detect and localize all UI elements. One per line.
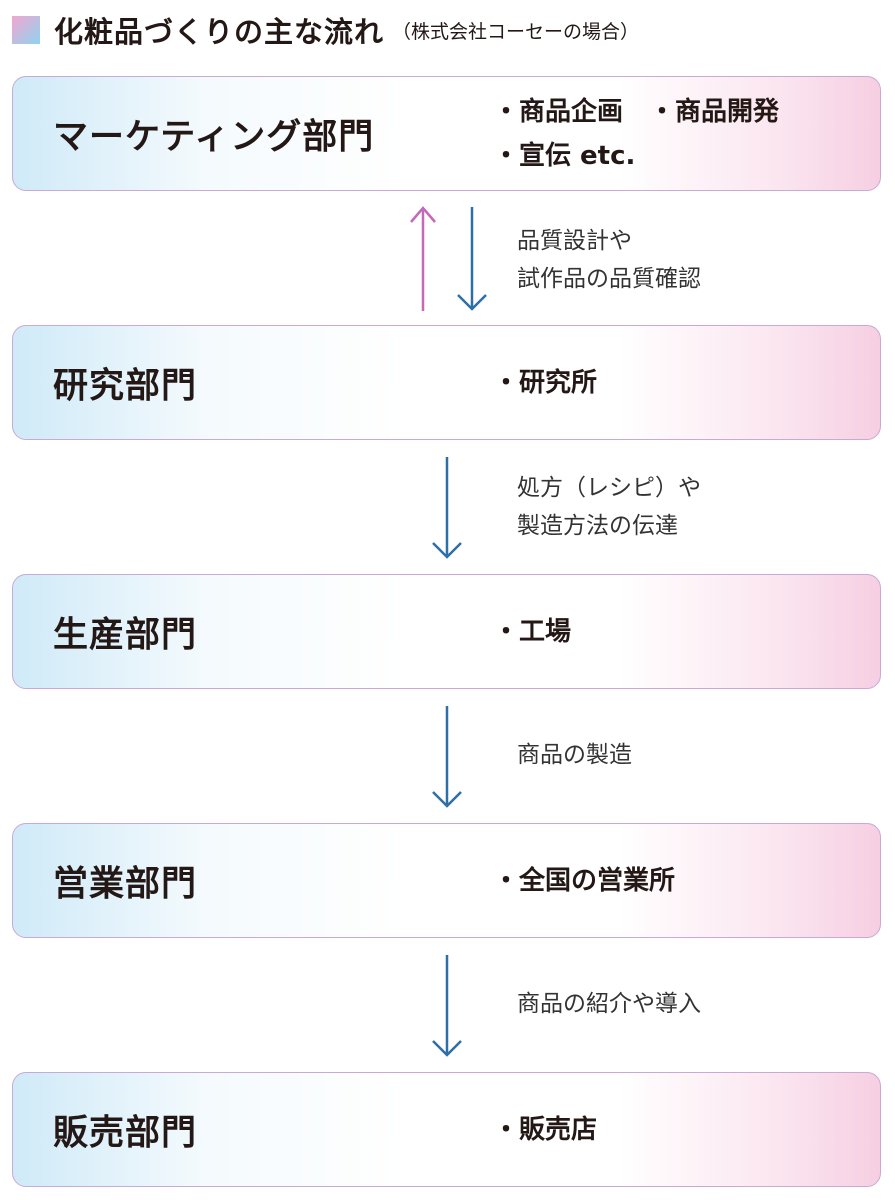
- department-details: ・商品企画 ・商品開発 ・宣伝 etc.: [493, 90, 779, 178]
- flow-label: 品質設計や 試作品の品質確認: [517, 222, 701, 298]
- department-name: 販売部門: [53, 1113, 198, 1153]
- flow-label: 商品の紹介や導入: [517, 985, 701, 1023]
- flow-label-line: 商品の製造: [517, 742, 632, 768]
- down-arrow-icon: [457, 207, 487, 311]
- detail-line: ・宣伝 etc.: [493, 140, 636, 171]
- flow-label-line: 製造方法の伝達: [517, 513, 678, 539]
- flow-label-line: 品質設計や: [517, 228, 632, 254]
- detail-line: ・工場: [493, 616, 572, 647]
- detail-line: ・全国の営業所: [493, 865, 676, 896]
- header: 化粧品づくりの主な流れ （株式会社コーセーの場合）: [12, 12, 640, 49]
- up-arrow-icon: [410, 206, 436, 311]
- department-box-sales: 営業部門 ・全国の営業所: [12, 823, 881, 938]
- down-arrow-icon: [432, 457, 462, 559]
- page-subtitle: （株式会社コーセーの場合）: [392, 20, 640, 43]
- department-details: ・工場: [493, 610, 571, 654]
- department-box-retail: 販売部門 ・販売店: [12, 1072, 881, 1187]
- department-details: ・研究所: [493, 361, 597, 405]
- title-marker-icon: [12, 16, 40, 44]
- flow-label: 商品の製造: [517, 736, 632, 774]
- down-arrow-icon: [432, 955, 462, 1057]
- department-details: ・全国の営業所: [493, 859, 675, 903]
- flow-label: 処方（レシピ）や 製造方法の伝達: [517, 469, 701, 545]
- department-box-production: 生産部門 ・工場: [12, 574, 881, 689]
- department-name: 生産部門: [53, 615, 198, 655]
- department-box-research: 研究部門 ・研究所: [12, 325, 881, 440]
- page-title: 化粧品づくりの主な流れ: [54, 15, 385, 49]
- detail-line: ・販売店: [493, 1114, 598, 1145]
- bidirectional-arrow: [410, 206, 487, 311]
- department-box-marketing: マーケティング部門 ・商品企画 ・商品開発 ・宣伝 etc.: [12, 76, 881, 191]
- department-name: 営業部門: [53, 864, 198, 904]
- detail-line: ・商品企画 ・商品開発: [493, 96, 780, 127]
- down-arrow-icon: [432, 706, 462, 808]
- flow-label-line: 商品の紹介や導入: [517, 991, 701, 1017]
- department-details: ・販売店: [493, 1108, 597, 1152]
- flow-label-line: 処方（レシピ）や: [517, 475, 701, 501]
- department-name: マーケティング部門: [53, 117, 375, 157]
- flow-label-line: 試作品の品質確認: [517, 266, 701, 292]
- detail-line: ・研究所: [493, 367, 598, 398]
- department-name: 研究部門: [53, 366, 198, 406]
